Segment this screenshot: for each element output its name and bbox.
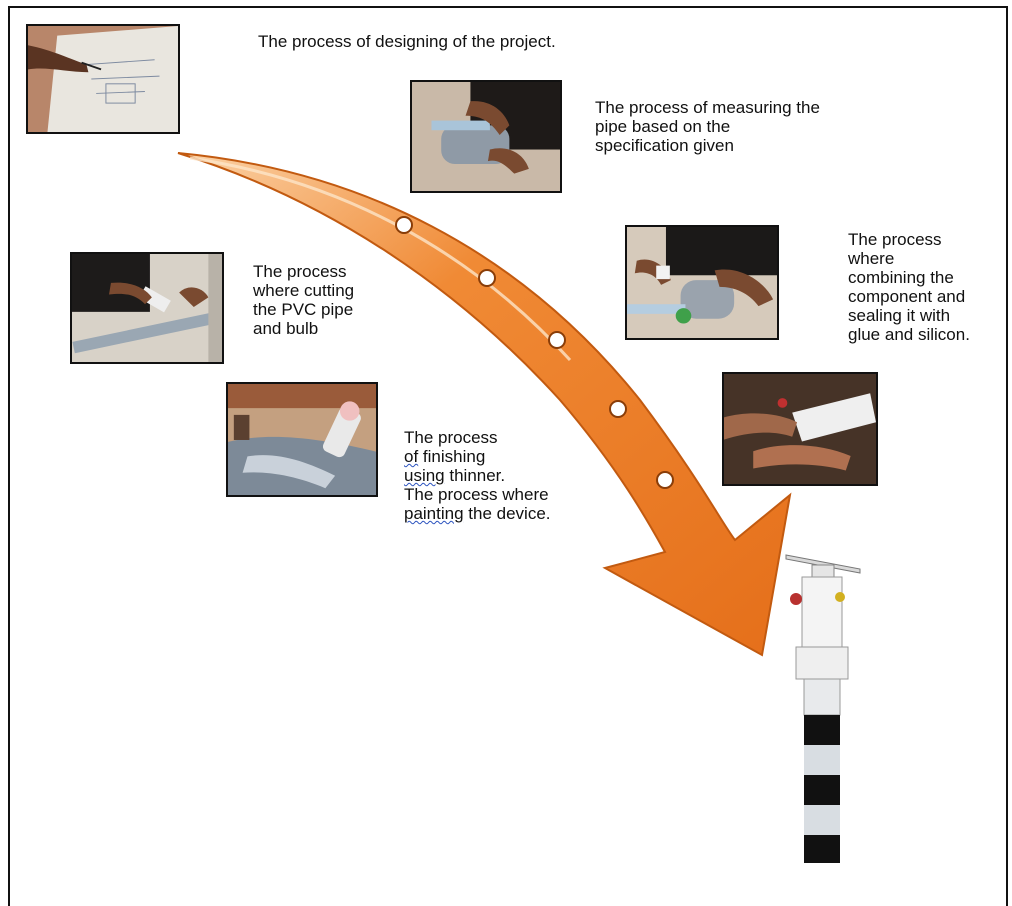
caption-finish-line-2: of finishing [404,447,551,466]
combining-photo [625,225,779,340]
caption-design: The process of designing of the project. [258,32,556,51]
design-photo [26,24,180,134]
measuring-photo [410,80,562,193]
caption-finish: The process of finishing using thinner. … [404,428,551,523]
caption-finish-line-5: painting the device. [404,504,551,523]
caption-finish-line-1: The process [404,428,551,447]
sealing-photo [722,372,878,486]
finishing-photo [226,382,378,497]
caption-finish-line-4: The process where [404,485,551,504]
caption-combine: The process where combining the componen… [848,230,970,344]
device-illustration [782,545,864,867]
cutting-photo [70,252,224,364]
caption-finish-line-3: using thinner. [404,466,551,485]
caption-measure: The process of measuring the pipe based … [595,98,820,155]
caption-cut: The process where cutting the PVC pipe a… [253,262,354,338]
